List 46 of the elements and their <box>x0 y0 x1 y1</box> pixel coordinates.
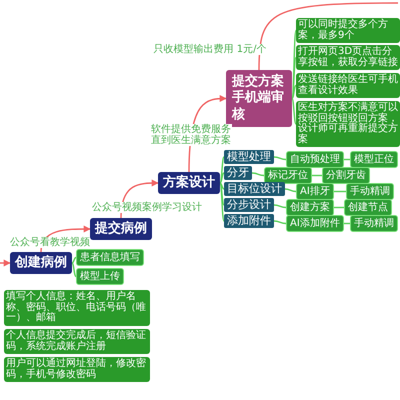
connector-line <box>312 174 322 176</box>
arrow <box>0 260 11 266</box>
step-box: 标记牙位 <box>264 167 312 184</box>
edge-label: 公众号视频案例学习设计 <box>92 202 202 213</box>
note-box: 打开网页3D页点击分享按钮，获取分享链接 <box>296 45 400 70</box>
connector-line <box>219 156 225 184</box>
connector-line <box>284 188 296 192</box>
connector-line <box>258 2 398 70</box>
connector-line <box>274 204 286 208</box>
step-box: 创建节点 <box>344 199 392 216</box>
connector-line <box>219 182 225 206</box>
step-box: 分割牙齿 <box>322 167 370 184</box>
connector-line <box>71 262 77 277</box>
note-box: 医生对方案不满意可以按驳回按钮驳回方案，设计师可再重新提交方案 <box>296 101 400 147</box>
note-box: 填写个人信息：姓名、用户名称、密码、职位、电话号码（唯一）、邮箱 <box>4 290 150 326</box>
note-box: 发送链接给医生可手机查看设计效果 <box>296 73 400 98</box>
branch-box: 模型处理 <box>224 150 274 164</box>
connector-line <box>291 85 297 99</box>
connector-line <box>220 172 224 184</box>
step-box: 自动预处理 <box>286 151 344 168</box>
connector-line <box>274 156 286 160</box>
step-box: AI排牙 <box>296 183 334 200</box>
note-box: 可以同时提交多个方案，最多9个 <box>296 18 400 43</box>
step-box: AI添加附件 <box>286 215 344 232</box>
note-box: 个人信息提交完成后，短信验证码，系统完成账户注册 <box>4 329 150 354</box>
branch-box: 目标位设计 <box>224 182 285 196</box>
connector-line <box>291 98 297 124</box>
connector-line <box>274 220 286 224</box>
branch-box: 添加附件 <box>224 214 274 228</box>
topic-box: 提交病例 <box>90 218 152 240</box>
connector-line <box>334 206 344 208</box>
connector-line <box>252 172 264 176</box>
step-box: 模型正位 <box>350 151 398 168</box>
branch-box: 分牙 <box>224 166 252 180</box>
edge-label: 软件提供免费服务直到医生满意方案 <box>150 124 232 146</box>
edge-label: 公众号看教学视频 <box>10 237 90 248</box>
subtopic-box: 患者信息填写 <box>76 249 144 266</box>
connector-line <box>334 190 346 192</box>
topic-box: 方案设计 <box>158 172 220 194</box>
branch-box: 分步设计 <box>224 198 274 212</box>
step-box: 手动精调 <box>350 215 398 232</box>
subtopic-box: 模型上传 <box>76 268 124 285</box>
step-box: 手动精调 <box>346 183 394 200</box>
step-box: 创建方案 <box>286 199 334 216</box>
topic-box: 创建病例 <box>10 252 72 274</box>
note-box: 用户可以通过网址登陆，修改密码，手机号修改密码 <box>4 357 150 382</box>
